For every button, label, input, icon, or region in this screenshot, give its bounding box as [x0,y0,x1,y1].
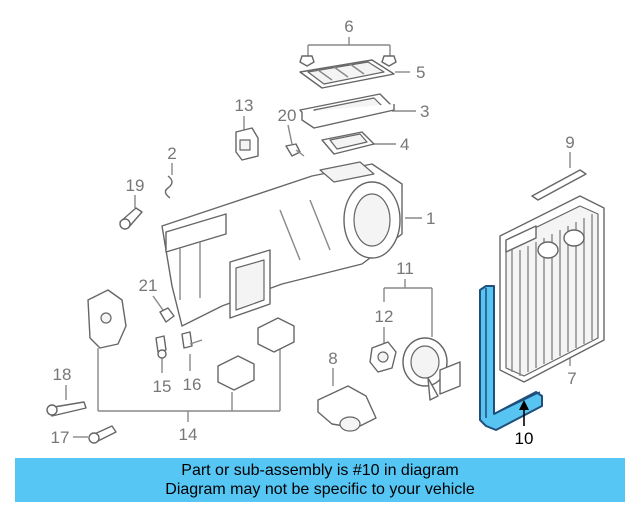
callout-6: 6 [344,17,353,36]
parts-diagram: 6 5 3 4 13 20 2 19 1 9 11 12 21 8 7 18 1… [46,17,605,448]
callout-7: 7 [567,369,576,388]
callout-2: 2 [167,144,176,163]
part-21-fastener [159,307,175,323]
part-14-module-right [257,317,295,353]
callout-1: 1 [426,209,435,228]
part-2-clip [164,175,173,199]
part-10-arrow [519,400,529,426]
part-12-actuator [369,341,397,373]
callout-5: 5 [416,63,425,82]
callout-19: 19 [126,176,145,195]
part-16-sensor [181,331,203,349]
callout-20: 20 [278,106,297,125]
part-9-seal-strip [531,169,587,201]
part-4-filter [321,131,375,155]
callout-16: 16 [183,375,202,394]
callout-11: 11 [396,259,414,278]
callout-13: 13 [235,96,254,115]
part-14-actuator-left [87,289,127,349]
leader-lines [65,37,571,438]
callout-17: 17 [51,428,70,447]
callout-21: 21 [139,276,158,295]
part-6-clips [299,55,397,67]
callout-numbers: 6 5 3 4 13 20 2 19 1 9 11 12 21 8 7 18 1… [51,17,577,448]
callout-14: 14 [179,425,198,444]
callout-9: 9 [565,133,574,152]
callout-10: 10 [515,429,534,448]
part-11-blower-motor [402,337,461,401]
banner-line-1: Part or sub-assembly is #10 in diagram [181,462,459,479]
part-8-duct [317,385,377,432]
banner-line-2: Diagram may not be specific to your vehi… [165,481,475,498]
info-banner: Part or sub-assembly is #10 in diagram D… [15,458,625,502]
part-3-filter-housing [299,93,395,129]
callout-15: 15 [153,377,172,396]
part-20-sensor [285,143,305,157]
part-13-block [235,127,259,161]
part-19-lever [119,207,143,230]
callout-4: 4 [400,135,409,154]
part-7-heater-core [499,195,605,383]
callout-18: 18 [53,365,72,384]
part-18-lever [46,401,87,417]
callout-3: 3 [420,102,429,121]
part-5-filter-cover [299,59,395,89]
part-10-seal-highlighted [479,285,543,431]
callout-12: 12 [375,307,394,326]
part-1-hvac-housing [161,161,403,327]
part-14-module-center [217,355,255,391]
part-17-lever [88,425,117,444]
callout-8: 8 [328,349,337,368]
part-15-sensor [155,335,167,359]
